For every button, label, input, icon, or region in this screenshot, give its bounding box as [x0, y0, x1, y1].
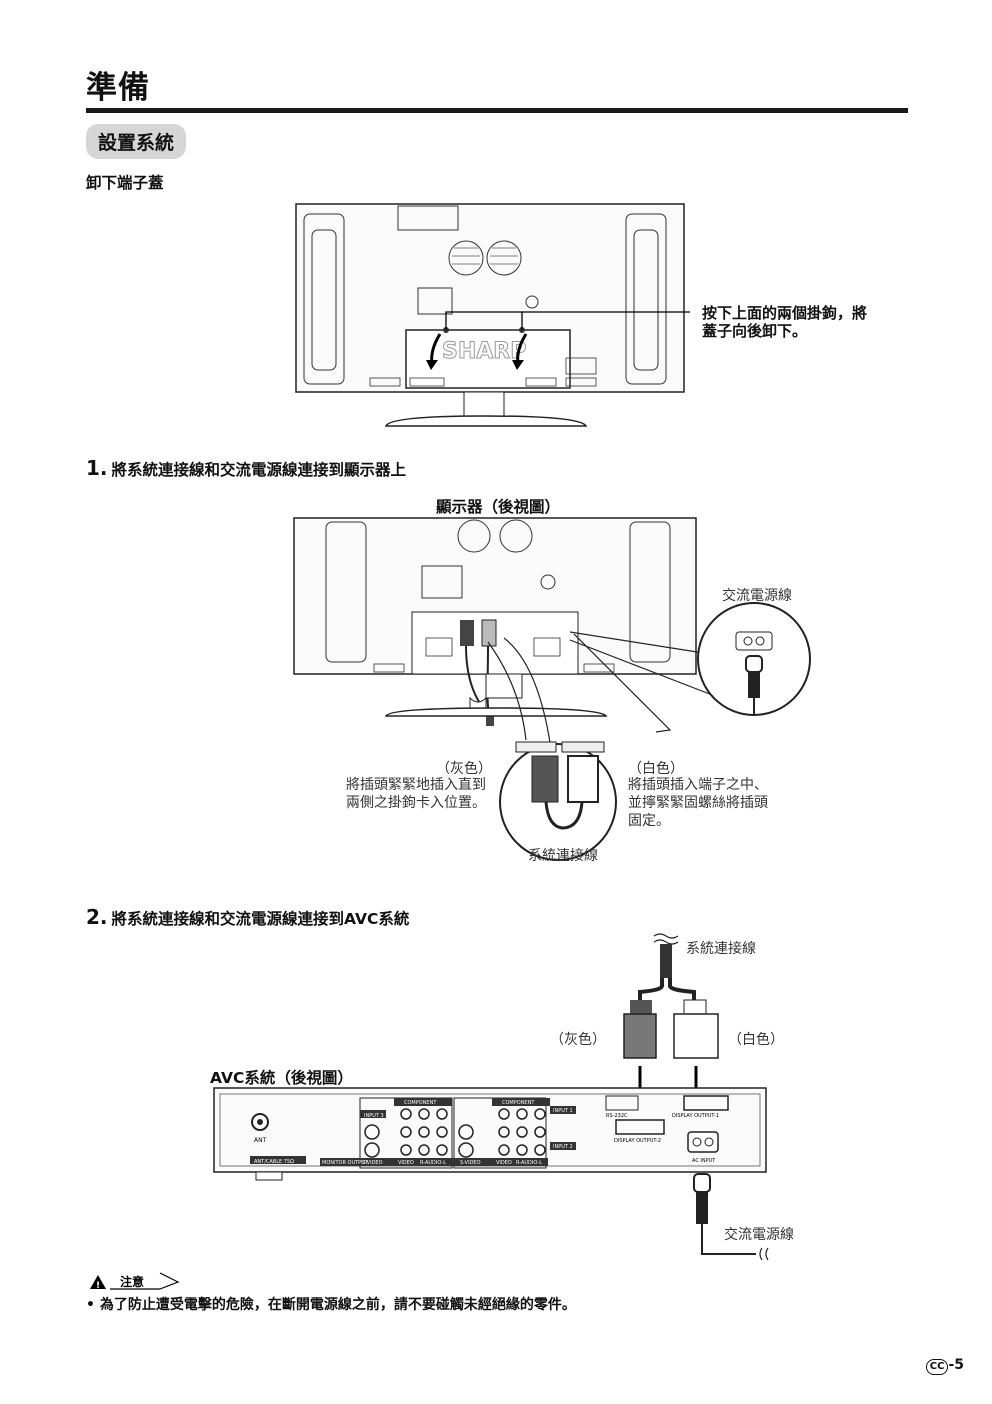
step1-number: 1.	[86, 456, 108, 480]
display-output-1-label: DISPLAY OUTPUT-1	[672, 1113, 719, 1119]
audio-label-3: R-AUDIO-L	[420, 1160, 446, 1166]
ant-cable-label: ANT/CABLE 75Ω	[254, 1159, 294, 1165]
monitor-output-label: MONITOR OUTPUT	[322, 1160, 369, 1166]
language-badge: CC	[925, 1359, 949, 1375]
ant-label: ANT	[254, 1137, 267, 1144]
video-label-3: VIDEO	[398, 1160, 414, 1166]
display-rear-cover-figure: SHARP	[295, 203, 690, 427]
gray-plug-note-line2: 兩側之掛鉤卡入位置。	[346, 795, 486, 811]
step2-heading: 2.將系統連接線和交流電源線連接到AVC系統	[86, 905, 409, 929]
display-output-2-label: DISPLAY OUTPUT-2	[614, 1138, 661, 1144]
display-connection-figure	[293, 517, 811, 861]
caution-label: 注意	[120, 1274, 144, 1289]
component-label-3: COMPONENT	[404, 1100, 437, 1106]
caution-text: • 為了防止遭受電擊的危險，在斷開電源線之前，請不要碰觸未經絕緣的零件。	[86, 1297, 576, 1313]
white-plug-note-line1: 將插頭插入端子之中、	[628, 777, 768, 793]
section-label: 設置系統	[86, 124, 187, 159]
ac-cord-label-display: 交流電源線	[722, 588, 792, 604]
title-divider	[86, 108, 908, 113]
input1-label: INPUT 1	[553, 1108, 573, 1114]
white-plug-color: （白色）	[628, 761, 684, 777]
gray-plug-color: （灰色）	[436, 761, 492, 777]
gray-plug-color-avc: （灰色）	[550, 1032, 606, 1048]
remove-cover-callout-line1: 按下上面的兩個掛鉤，將	[702, 304, 868, 322]
video-label-1: VIDEO	[496, 1160, 512, 1166]
step1-diagram-title: 顯示器（後視圖）	[436, 498, 561, 516]
avc-rear-panel-figure: ANT ANT/CABLE 75Ω COMPONENT INPUT 3 COMP…	[213, 1087, 769, 1261]
step2-text: 將系統連接線和交流電源線連接到AVC系統	[111, 910, 410, 928]
svg-text:!: !	[96, 1281, 100, 1291]
remove-cover-callout-line2: 蓋子向後卸下。	[702, 322, 808, 340]
audio-label-1: R-AUDIO-L	[516, 1160, 542, 1166]
page-number-suffix: -5	[948, 1357, 964, 1373]
white-plug-note-line3: 固定。	[628, 813, 670, 829]
system-cable-label-avc: 系統連接線	[686, 941, 756, 957]
s-video-label-3: S-VIDEO	[362, 1160, 383, 1166]
ac-cord-label-avc: 交流電源線	[724, 1227, 794, 1243]
s-video-label-1: S-VIDEO	[460, 1160, 481, 1166]
page-title: 準備	[86, 70, 150, 106]
caution-banner: ! 注意	[90, 1272, 180, 1291]
gray-plug-note-line1: 將插頭緊緊地插入直到	[346, 777, 486, 793]
ac-input-label: AC INPUT	[692, 1158, 716, 1164]
page-number: CC-5	[925, 1357, 964, 1375]
input3-label: INPUT 3	[364, 1113, 384, 1119]
avc-diagram-title: AVC系統（後視圖）	[210, 1069, 353, 1087]
component-label-1: COMPONENT	[502, 1100, 535, 1106]
rs232c-label: RS-232C	[606, 1113, 628, 1119]
subsection-heading: 卸下端子蓋	[86, 174, 164, 192]
step2-number: 2.	[86, 905, 108, 929]
input2-label: INPUT 2	[553, 1144, 573, 1150]
white-plug-note-line2: 並擰緊緊固螺絲將插頭	[628, 795, 768, 811]
step1-heading: 1.將系統連接線和交流電源線連接到顯示器上	[86, 456, 406, 480]
step1-text: 將系統連接線和交流電源線連接到顯示器上	[111, 461, 407, 479]
white-plug-color-avc: （白色）	[728, 1032, 784, 1048]
system-cable-label-display: 系統連接線	[528, 848, 598, 864]
